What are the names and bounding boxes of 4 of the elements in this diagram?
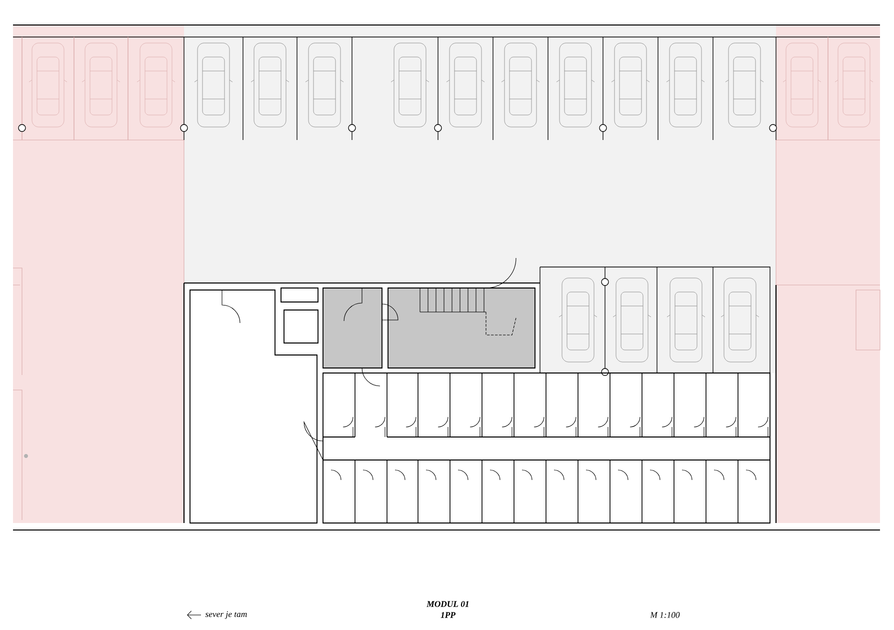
plan-title: MODUL 01 <box>426 601 468 607</box>
scale-label: M 1:100 <box>650 612 680 618</box>
north-note: sever je tam <box>205 611 247 619</box>
floor-label: 1PP <box>440 612 456 618</box>
